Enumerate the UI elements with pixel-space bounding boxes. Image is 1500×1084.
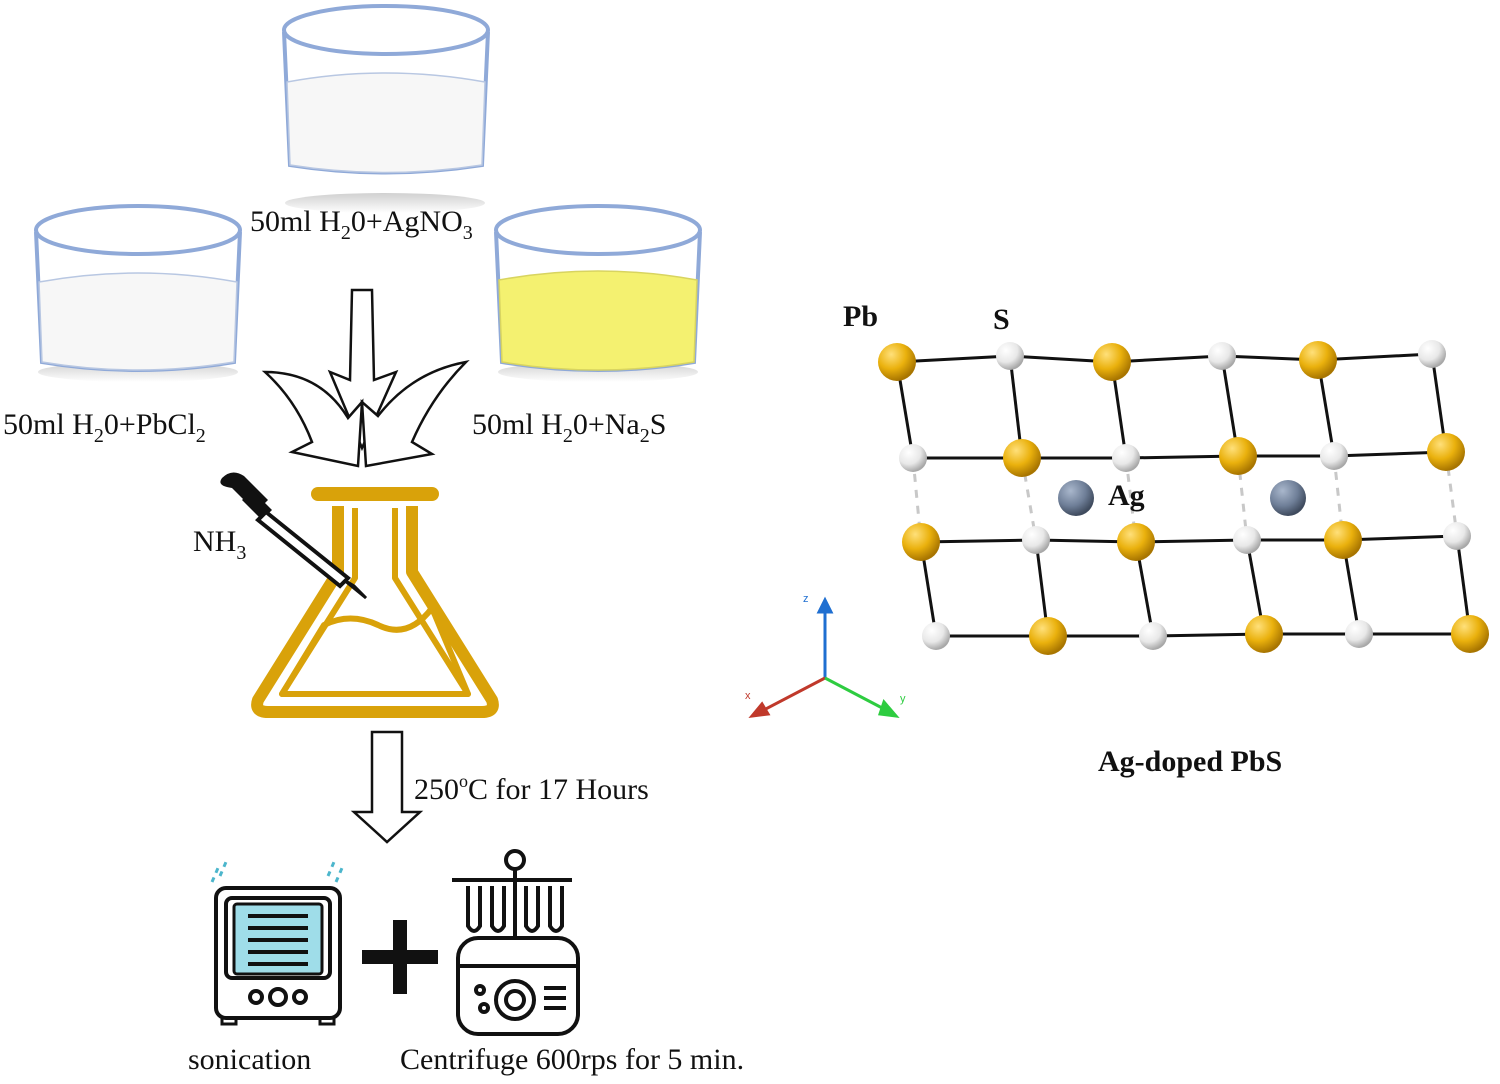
ag-atom (1058, 480, 1094, 516)
pb-atom (1219, 437, 1257, 475)
label-sonication: sonication (188, 1043, 312, 1076)
beaker-na2s (494, 204, 702, 382)
s-atom (1418, 340, 1446, 368)
pb-atom (1245, 615, 1283, 653)
s-atom (922, 622, 950, 650)
s-atom (1233, 526, 1261, 554)
lattice-bonds (895, 352, 1472, 638)
label-s: S (993, 303, 1010, 336)
label-nh3: NH3 (193, 525, 247, 564)
s-atom (899, 444, 927, 472)
bond-interlayer (1444, 451, 1459, 537)
axis-label-x: x (745, 690, 751, 702)
axis-label-z: z (803, 593, 809, 605)
pb-atom (1427, 433, 1465, 471)
label-heating: 250oC for 17 Hours (414, 771, 649, 806)
label-centrifuge: Centrifuge 600rps for 5 min. (400, 1043, 745, 1076)
label-agno3: 50ml H20+AgNO3 (250, 205, 473, 244)
label-pbcl2: 50ml H20+PbCl2 (3, 408, 206, 447)
dropper (220, 472, 368, 600)
pb-atom (878, 343, 916, 381)
beaker-pbcl2 (34, 204, 242, 382)
arrow-center (327, 288, 399, 452)
bond-horizontal (1317, 352, 1433, 362)
pb-atom (1117, 523, 1155, 561)
pb-atom (1003, 439, 1041, 477)
lattice-atoms (878, 340, 1489, 655)
beaker-agno3 (282, 4, 490, 213)
axis-triad (748, 596, 900, 718)
s-atom (1139, 622, 1167, 650)
plus-icon (362, 920, 438, 994)
pb-atom (1451, 615, 1489, 653)
sonicator-icon (210, 861, 344, 1026)
s-atom (1022, 526, 1050, 554)
arrow-right (360, 360, 470, 468)
arrow-left (261, 370, 364, 468)
ag-atom (1270, 480, 1306, 516)
pb-atom (1324, 521, 1362, 559)
label-na2s: 50ml H20+Na2S (472, 408, 667, 447)
bond-horizontal (920, 538, 1037, 544)
label-pb: Pb (843, 300, 879, 333)
s-atom (1443, 522, 1471, 550)
crystal-title: Ag-doped PbS (1098, 745, 1283, 778)
s-atom (1112, 444, 1140, 472)
erlenmeyer-flask (251, 487, 499, 718)
bond-interlayer (1236, 455, 1249, 541)
merge-arrows (261, 288, 470, 468)
pb-atom (1029, 617, 1067, 655)
pb-atom (902, 523, 940, 561)
pb-atom (1093, 343, 1131, 381)
s-atom (1208, 342, 1236, 370)
pb-atom (1299, 341, 1337, 379)
centrifuge-icon (452, 849, 580, 1036)
axis-label-y: y (900, 693, 906, 705)
arrow-down-heating (350, 730, 424, 844)
label-ag: Ag (1108, 479, 1145, 512)
bond-horizontal (1342, 534, 1458, 542)
s-atom (1320, 442, 1348, 470)
s-atom (1345, 620, 1373, 648)
s-atom (996, 342, 1024, 370)
